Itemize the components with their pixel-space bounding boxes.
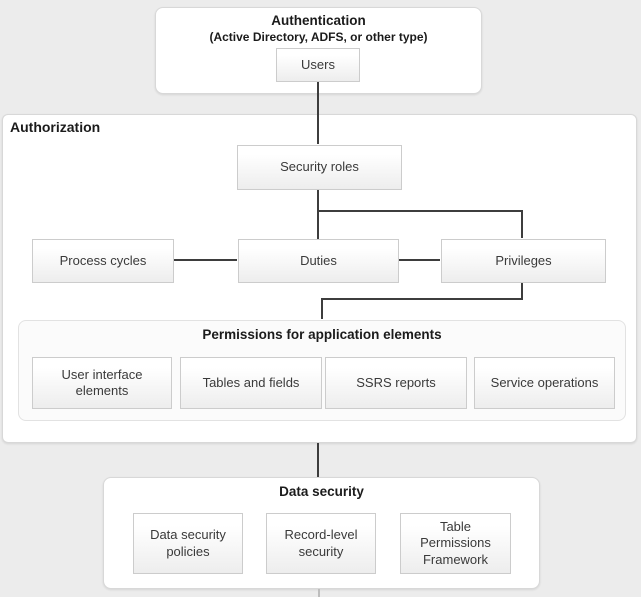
connector-roles-horizontal [317, 210, 523, 212]
authentication-title: Authentication [271, 13, 366, 28]
user-interface-elements-label: User interface elements [61, 366, 143, 398]
process-cycles-node: Process cycles [32, 239, 174, 283]
authorization-title: Authorization [10, 119, 101, 135]
privileges-node: Privileges [441, 239, 606, 283]
connector-security-roles-down [317, 189, 319, 239]
privileges-label: Privileges [495, 252, 552, 268]
permissions-title: Permissions for application elements [202, 327, 442, 342]
authorization-panel: Authorization Security roles Process cyc… [2, 114, 637, 443]
connector-processcycles-duties [173, 259, 237, 261]
permissions-panel: Permissions for application elements Use… [18, 320, 626, 421]
connector-authorization-to-datasecurity [317, 443, 319, 477]
connector-privileges-down [521, 282, 523, 300]
service-operations-label: Service operations [490, 374, 599, 390]
security-roles-label: Security roles [280, 159, 359, 175]
table-permissions-framework-label: Table Permissions Framework [420, 519, 491, 567]
tables-and-fields-label: Tables and fields [202, 374, 300, 390]
process-cycles-label: Process cycles [59, 252, 147, 268]
security-roles-node: Security roles [237, 145, 402, 190]
user-interface-elements-node: User interface elements [32, 357, 172, 409]
connector-privileges-horizontal [321, 298, 523, 300]
record-level-security-node: Record-level security [266, 513, 376, 574]
connector-privileges-top [521, 210, 523, 238]
ssrs-reports-node: SSRS reports [325, 357, 467, 409]
record-level-security-label: Record-level security [284, 527, 358, 559]
authentication-subtitle: (Active Directory, ADFS, or other type) [209, 29, 428, 44]
data-security-policies-label: Data security policies [150, 527, 226, 559]
authentication-panel: Authentication (Active Directory, ADFS, … [155, 7, 482, 94]
duties-node: Duties [238, 239, 399, 283]
data-security-panel: Data security Data security policies Rec… [103, 477, 540, 589]
tables-and-fields-node: Tables and fields [180, 357, 322, 409]
data-security-policies-node: Data security policies [133, 513, 243, 574]
duties-label: Duties [300, 252, 337, 268]
service-operations-node: Service operations [474, 357, 615, 409]
users-node-label: Users [301, 56, 335, 72]
connector-datasecurity-bottom-tick [318, 589, 320, 597]
ssrs-reports-label: SSRS reports [356, 374, 436, 390]
connector-users-to-security-roles [317, 81, 319, 144]
table-permissions-framework-node: Table Permissions Framework [400, 513, 511, 574]
users-node: Users [276, 48, 360, 82]
connector-permissions-top [321, 298, 323, 319]
data-security-title: Data security [279, 484, 364, 499]
connector-duties-privileges [398, 259, 440, 261]
